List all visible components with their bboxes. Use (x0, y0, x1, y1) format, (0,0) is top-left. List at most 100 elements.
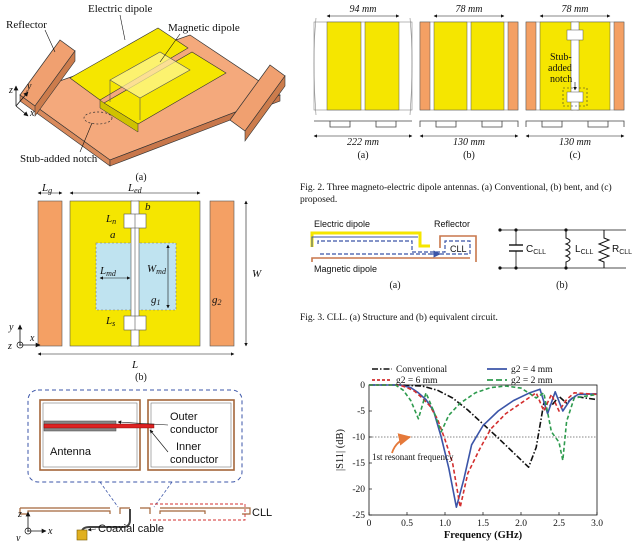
fig1c-zoom-box (27, 389, 243, 483)
fig1a-axis-z: z (8, 85, 13, 96)
fig1a-magnetic-dipole-box (109, 51, 191, 99)
fig1b-label-Ln: Ln (105, 213, 116, 226)
fig1b-axis-z: z (7, 341, 12, 352)
fig3a-label-electric: Electric dipole (314, 219, 370, 229)
fig1b-label-g1: g1 (151, 294, 161, 307)
y-tick-label: 0 (360, 381, 365, 391)
fig1b-label-W: W (252, 268, 262, 280)
fig1b-label-Lmd: Lmd (99, 265, 117, 278)
fig3a-label-magnetic: Magnetic dipole (314, 264, 377, 274)
fig3a-reflector-trace (311, 235, 477, 262)
fig1b-label-Lg: Lg (41, 182, 52, 195)
fig1b-sublabel: (b) (135, 372, 147, 383)
fig3-cll: Electric dipole Reflector CLL Magnetic d… (310, 219, 632, 291)
fig3b-sublabel: (b) (556, 280, 568, 291)
fig1a-reflector-left-side (34, 50, 76, 117)
fig2-dim-78a: 78 mm (456, 4, 483, 15)
fig1b-reflector-left (37, 200, 63, 347)
fig1a-label-electric-dipole: Electric dipole (88, 3, 153, 15)
fig2c-stub-label-2: added (548, 63, 572, 74)
series-line-0 (369, 384, 598, 469)
fig1b-label-Wmd: Wmd (147, 263, 167, 276)
series-line-3 (369, 384, 598, 462)
fig3b-inductor (564, 230, 571, 268)
fig1c-axis-z: z (17, 509, 22, 520)
fig3a-electric-dipole-trace (310, 231, 430, 248)
fig1b-reflector-right (209, 200, 235, 347)
fig2c-reflector-left (525, 21, 537, 111)
fig3-caption: Fig. 3. CLL. (a) Structure and (b) equiv… (300, 313, 498, 323)
fig2c-stub-label-3: notch (550, 74, 572, 85)
fig1b-label-Led: Led (127, 182, 143, 195)
x-tick-label: 3.0 (591, 519, 603, 529)
legend-g2-4mm: g2 = 4 mm (511, 365, 553, 375)
x-tick-label: 0.5 (401, 519, 413, 529)
fig2-dim-78b: 78 mm (562, 4, 589, 15)
fig1b-label-Ls: Ls (105, 315, 115, 328)
fig1a-label-reflector: Reflector (6, 19, 47, 31)
fig1c-label-conductor1: conductor (170, 424, 219, 436)
chart-annotation: 1st resonant frequency (372, 452, 454, 462)
fig1c-coax-cable (81, 509, 131, 533)
fig3b-label-L: LCLL (575, 244, 594, 256)
fig1c-label-antenna: Antenna (50, 446, 92, 458)
y-tick-label: -20 (352, 485, 365, 495)
fig1c-coax-inner (43, 423, 155, 429)
fig2b-sublabel: (b) (463, 150, 475, 161)
fig2-dim-94: 94 mm (350, 4, 377, 15)
fig2b-reflector-left (419, 21, 431, 111)
chart-ylabel: |S11| (dB) (335, 428, 346, 471)
y-tick-label: -5 (357, 407, 365, 417)
fig2a-dipole-right (364, 21, 400, 111)
fig2a-dipole-left (326, 21, 362, 111)
series-line-2 (369, 384, 598, 509)
fig1a-axis-y: y (26, 81, 32, 92)
chart-plot-area (368, 384, 598, 516)
x-tick-label: 0 (367, 519, 372, 529)
x-tick-label: 2.0 (515, 519, 527, 529)
fig2-dim-222: 222 mm (347, 137, 379, 148)
fig1b-axis-x: x (29, 333, 35, 344)
fig1c-axis-y: y (15, 533, 21, 541)
x-tick-label: 1.5 (477, 519, 489, 529)
fig1a-notch-highlight (83, 111, 113, 125)
fig1b-axis-y: y (8, 322, 14, 333)
fig1c-axis-x: x (47, 526, 53, 537)
fig1c-cll-outline (150, 503, 246, 521)
fig2a-sublabel: (a) (357, 150, 368, 161)
fig3b-resistor (597, 230, 611, 268)
y-tick-label: -15 (352, 459, 365, 469)
series-line-1 (369, 384, 598, 509)
x-tick-label: 2.5 (553, 519, 565, 529)
fig1b-label-b: b (145, 201, 151, 213)
fig1a-dipole-side (99, 99, 139, 133)
legend-g2-2mm: g2 = 2 mm (511, 376, 553, 386)
fig2b-dipole-right (470, 21, 505, 111)
fig1b-top-view: Lg Led W L Ln b a Lmd Wmd g1 g2 Ls y x z… (7, 182, 262, 383)
fig2b-dipole-left (433, 21, 468, 111)
chart-annotation-arrow (391, 433, 412, 454)
fig1c-label-inner: Inner (176, 441, 201, 453)
fig1a-axis-x: x (29, 108, 35, 119)
fig3a-label-reflector: Reflector (434, 219, 470, 229)
fig2-antennas: 94 mm 222 mm (a) 78 mm 130 mm (b) Stub- … (313, 4, 625, 161)
fig2c-reflector-right (613, 21, 625, 111)
fig2c-stub-label-1: Stub- (550, 52, 572, 63)
fig2-dim-130a: 130 mm (453, 137, 485, 148)
fig1c-label-outer: Outer (170, 411, 198, 423)
fig1a-label-magnetic-dipole: Magnetic dipole (168, 22, 240, 34)
fig1c-label-cll: CLL (252, 507, 272, 519)
fig1a-electric-dipole-left (69, 27, 189, 101)
fig1c-label-coax: Coaxial cable (98, 523, 164, 535)
fig1a-label-stub-notch: Stub-added notch (20, 153, 98, 165)
fig1b-label-a: a (110, 229, 116, 241)
fig1b-label-g2: g2 (212, 294, 222, 307)
x-tick-label: 1.0 (439, 519, 451, 529)
fig3b-label-C: CCLL (526, 244, 546, 256)
fig1c-feed: Outer conductor Inner conductor Antenna … (15, 389, 272, 541)
fig1c-label-conductor2: conductor (170, 454, 219, 466)
fig2b-reflector-right (507, 21, 519, 111)
fig1a-reflector-right-side (244, 75, 286, 142)
